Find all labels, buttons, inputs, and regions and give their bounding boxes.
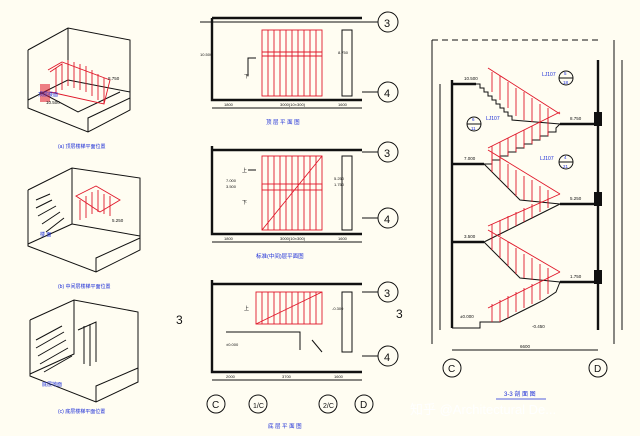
svg-text:3: 3	[384, 148, 390, 160]
svg-text:4: 4	[564, 155, 567, 160]
section-callout-5-18: 5 18 LJ107	[542, 70, 574, 86]
iso-bottom-label: 底层地面	[42, 381, 62, 388]
plan-middle: 上 下 7.000 3.500 5.250 1.750 1800 3000(10…	[210, 146, 362, 260]
plan-mid-elev2: 3.500	[226, 184, 237, 189]
iso-top-caption: (a) 顶层楼梯平面位置	[58, 143, 106, 150]
svg-text:4: 4	[384, 88, 390, 100]
section-elev-neg450: -0.450	[532, 324, 545, 329]
plan-mid-dim2: 3000(10×300)	[280, 236, 306, 241]
svg-text:LJ107: LJ107	[540, 156, 554, 162]
plan-axis-col-2c: 2/C	[318, 394, 338, 414]
section-elev-10500: 10.500	[464, 76, 478, 81]
svg-text:18: 18	[563, 80, 569, 85]
section-axis-d: D	[588, 358, 608, 378]
svg-text:3: 3	[384, 18, 390, 30]
plan-ground: 上 -0.300 ±0.000 2000 3700 1600 底 层 平 面 图…	[176, 280, 403, 430]
svg-text:D: D	[594, 364, 601, 375]
plan-axis-col-d: D	[354, 394, 374, 414]
section-elev-0: ±0.000	[460, 314, 474, 319]
plan-axis-row-3-top: 3	[377, 11, 399, 33]
section-callout-4-21: 4 21 LJ107	[540, 154, 574, 170]
plan-ground-dim1: 2000	[226, 374, 236, 379]
plan-top-elev: 8.750	[338, 50, 349, 55]
plan-ground-elev: -0.300	[332, 306, 344, 311]
svg-text:4: 4	[384, 214, 390, 226]
svg-text:21: 21	[563, 164, 569, 169]
plan-ground-dim2: 3700	[282, 374, 292, 379]
svg-text:3: 3	[396, 307, 403, 321]
svg-text:2/C: 2/C	[323, 403, 334, 410]
section-width-dim: 6600	[520, 344, 531, 349]
svg-text:6: 6	[472, 117, 475, 122]
plan-ground-title: 底 层 平 面 图	[268, 422, 302, 430]
svg-text:LJ107: LJ107	[486, 116, 500, 122]
section-view: 6 11 LJ107 4 21 LJ107 5 18 LJ107 10.500 …	[431, 39, 623, 351]
iso-top-label: 顶层楼面	[38, 91, 58, 98]
iso-view-top: 顶层楼面 8.750 10.500 (a) 顶层楼梯平面位置	[27, 27, 131, 150]
plan-mid-elev3: 5.250	[334, 176, 345, 181]
plan-top-dim2: 3000(10×300)	[280, 102, 306, 107]
section-elev-8750: 8.750	[570, 116, 582, 121]
svg-text:1/C: 1/C	[253, 403, 264, 410]
plan-mid-elev4: 1.750	[334, 182, 345, 187]
iso-mid-caption: (b) 中间层楼梯平面位置	[58, 283, 111, 290]
plan-axis-row-3-mid: 3	[377, 141, 399, 163]
svg-text:8.750: 8.750	[108, 76, 120, 81]
plan-axis-row-3-bot: 3	[377, 281, 399, 303]
plan-mid-dim3: 1600	[338, 236, 348, 241]
svg-text:C: C	[448, 364, 455, 375]
svg-text:11: 11	[471, 126, 476, 131]
plan-mid-dim1: 1800	[224, 236, 234, 241]
plan-mid-title: 标准(中间)层平面图	[256, 252, 304, 260]
plan-axis-row-4-top: 4	[377, 81, 399, 103]
svg-text:10.500: 10.500	[46, 100, 60, 105]
watermark: 知乎 @Architectural De...	[410, 402, 556, 417]
plan-mid-down: 下	[242, 200, 247, 206]
plan-ground-elev2: ±0.000	[226, 342, 239, 347]
plan-ground-dim3: 1600	[334, 374, 344, 379]
svg-text:3: 3	[176, 313, 183, 327]
section-axis-c: C	[442, 358, 462, 378]
plan-axis-row-4-mid: 4	[377, 207, 399, 229]
plan-axis-row-4-bot: 4	[377, 345, 399, 367]
iso-mid-label: 楼 面	[40, 231, 51, 238]
section-callout-6-11: 6 11 LJ107	[466, 116, 500, 132]
svg-text:5.250: 5.250	[112, 218, 124, 223]
plan-top-title: 顶 层 平 面 图	[266, 118, 300, 126]
iso-view-middle: 楼 面 5.250 (b) 中间层楼梯平面位置	[27, 167, 141, 290]
plan-top-dim1: 1800	[224, 102, 234, 107]
section-elev-1750: 1.750	[570, 274, 582, 279]
section-elev-7000: 7.000	[464, 156, 476, 161]
plan-top: 下 10.500 8.750 1800 3000(10×300) 1600 顶 …	[200, 16, 370, 126]
svg-text:3: 3	[384, 288, 390, 300]
svg-text:LJ107: LJ107	[542, 72, 556, 78]
plan-top-dim3: 1600	[338, 102, 348, 107]
plan-ground-up: 上	[244, 305, 249, 312]
plan-axis-col-1c: 1/C	[248, 394, 268, 414]
svg-text:4: 4	[384, 352, 390, 364]
plan-mid-up: 上	[242, 167, 247, 174]
svg-text:C: C	[212, 400, 219, 411]
plan-axis-col-c: C	[206, 394, 226, 414]
svg-text:D: D	[360, 400, 367, 411]
plan-top-elev2: 10.500	[200, 52, 213, 57]
iso-view-bottom: 底层地面 (c) 底层楼梯平面位置	[29, 299, 139, 415]
svg-text:5: 5	[564, 71, 567, 76]
plan-top-down: 下	[244, 74, 249, 80]
section-elev-3500: 3.500	[464, 234, 476, 239]
section-elev-5250: 5.250	[570, 196, 582, 201]
iso-bottom-caption: (c) 底层楼梯平面位置	[58, 408, 105, 415]
section-title: 3-3 剖 面 图	[504, 390, 536, 398]
plan-mid-elev1: 7.000	[226, 178, 237, 183]
